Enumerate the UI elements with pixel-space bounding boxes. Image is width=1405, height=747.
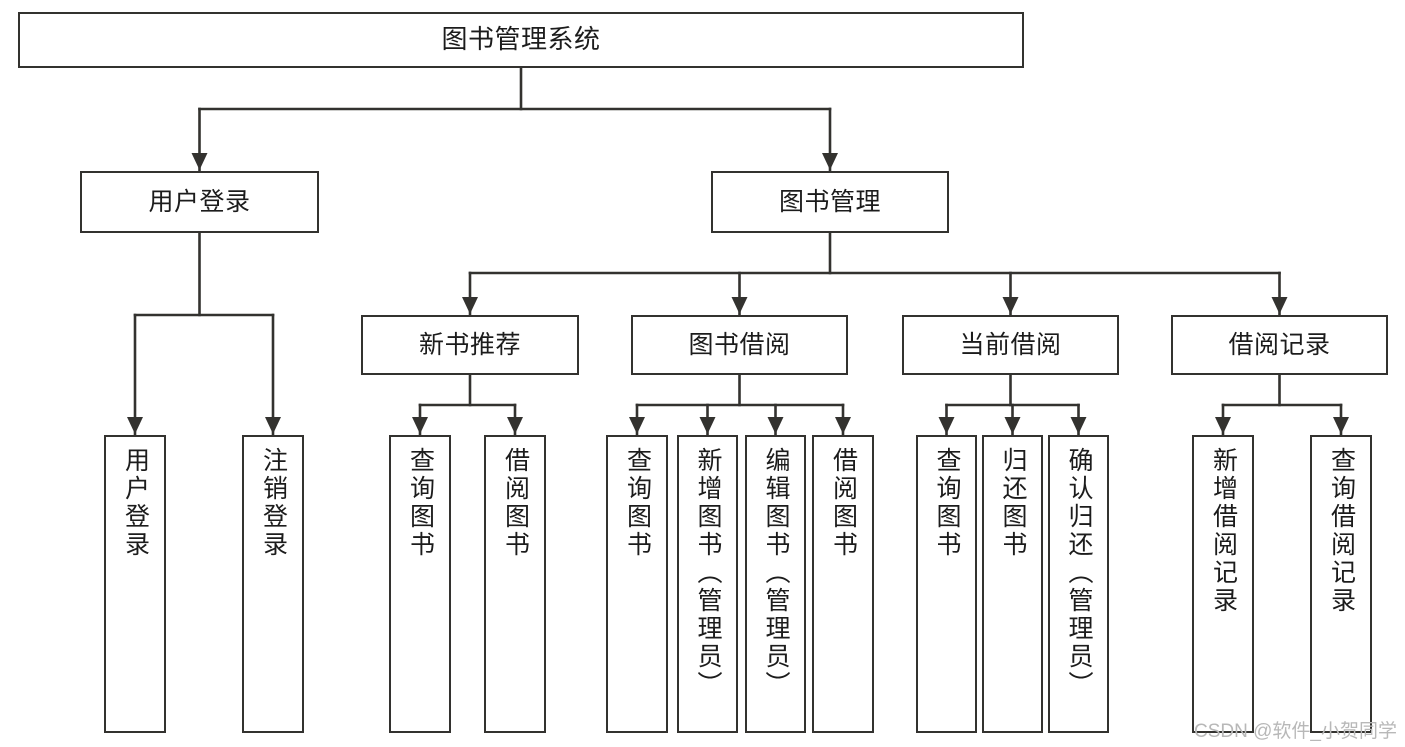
node-leaf-query-book-borrow[interactable]: 查询图书	[606, 435, 668, 733]
node-label: 查询图书	[406, 447, 435, 559]
node-leaf-add-book-admin[interactable]: 新增图书（管理员）	[677, 435, 738, 733]
node-leaf-borrow-book[interactable]: 借阅图书	[812, 435, 874, 733]
node-label: 用户登录	[121, 447, 150, 559]
node-label: 查询图书	[933, 447, 961, 559]
node-label: 借阅图书	[829, 447, 858, 559]
node-label: 查询图书	[623, 447, 652, 559]
node-label: 借阅记录	[1228, 331, 1331, 359]
node-label: 用户登录	[148, 188, 251, 216]
node-leaf-query-borrow-record[interactable]: 查询借阅记录	[1310, 435, 1372, 733]
node-label: 新增借阅记录	[1209, 447, 1238, 615]
node-root-system[interactable]: 图书管理系统	[18, 12, 1024, 68]
node-label: 新书推荐	[418, 331, 521, 359]
node-leaf-query-book-current[interactable]: 查询图书	[916, 435, 977, 733]
node-leaf-edit-book-admin[interactable]: 编辑图书（管理员）	[745, 435, 806, 733]
node-user-login[interactable]: 用户登录	[80, 171, 319, 233]
node-label: 查询借阅记录	[1327, 447, 1356, 615]
csdn-watermark: CSDN @软件_小贺同学	[1194, 721, 1397, 742]
node-label: 编辑图书（管理员）	[762, 447, 790, 699]
node-label: 注销登录	[259, 447, 288, 559]
node-current-borrow[interactable]: 当前借阅	[902, 315, 1119, 375]
node-label: 图书借阅	[688, 331, 791, 359]
node-book-management[interactable]: 图书管理	[711, 171, 949, 233]
node-borrow-record[interactable]: 借阅记录	[1171, 315, 1388, 375]
node-label: 图书管理	[778, 188, 881, 216]
node-label: 新增图书（管理员）	[694, 447, 722, 699]
node-leaf-logout[interactable]: 注销登录	[242, 435, 304, 733]
node-label: 归还图书	[999, 447, 1027, 559]
node-leaf-query-book-recommend[interactable]: 查询图书	[389, 435, 451, 733]
node-leaf-confirm-return-admin[interactable]: 确认归还（管理员）	[1048, 435, 1109, 733]
node-leaf-user-login[interactable]: 用户登录	[104, 435, 166, 733]
node-new-book-recommend[interactable]: 新书推荐	[361, 315, 579, 375]
node-label: 确认归还（管理员）	[1065, 447, 1093, 699]
node-label: 借阅图书	[501, 447, 530, 559]
node-label: 图书管理系统	[441, 24, 601, 55]
node-book-borrow[interactable]: 图书借阅	[631, 315, 848, 375]
node-label: 当前借阅	[959, 331, 1062, 359]
node-leaf-add-borrow-record[interactable]: 新增借阅记录	[1192, 435, 1254, 733]
node-leaf-borrow-book-recommend[interactable]: 借阅图书	[484, 435, 546, 733]
node-leaf-return-book[interactable]: 归还图书	[982, 435, 1043, 733]
